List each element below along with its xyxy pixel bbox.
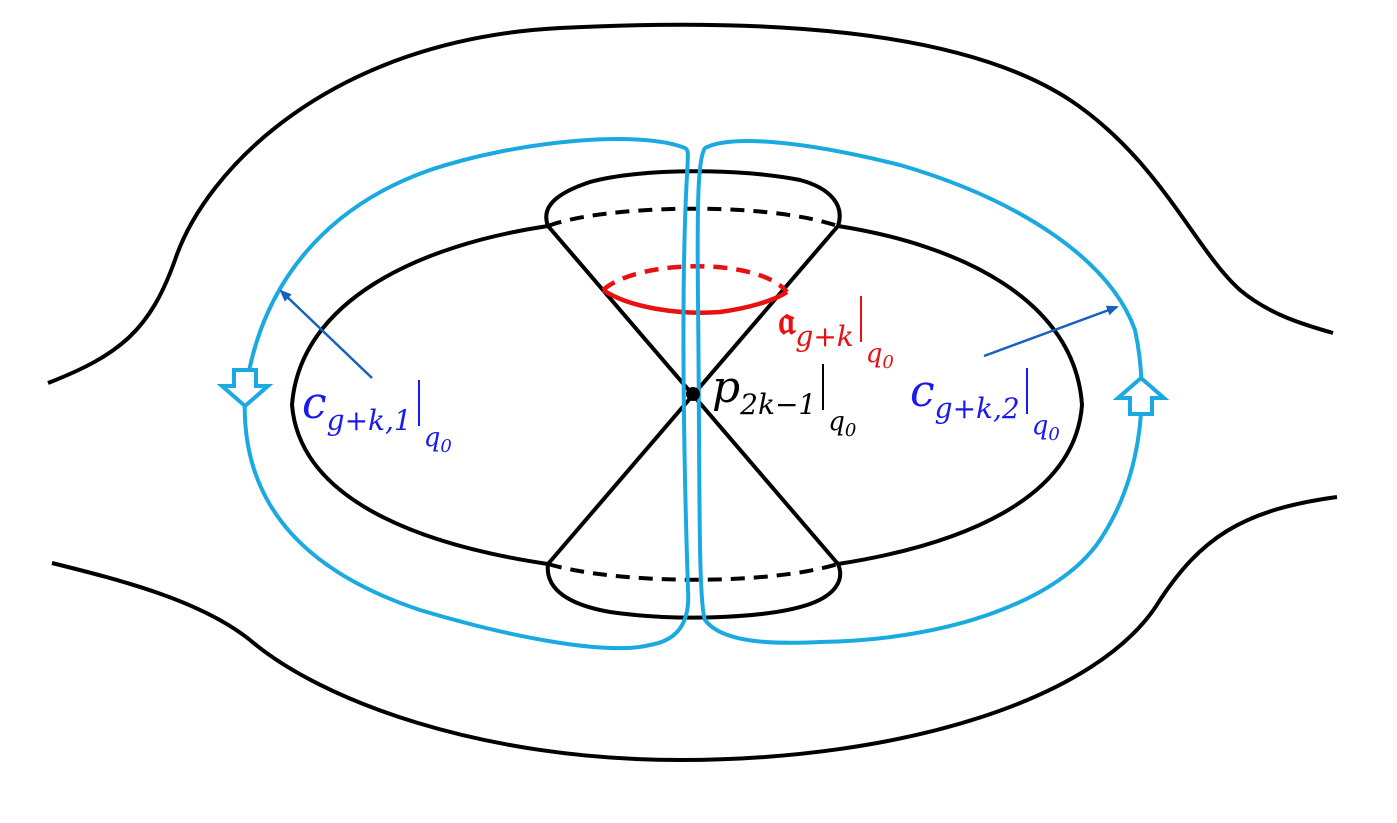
label-c2-restrict: q0	[1031, 411, 1060, 445]
label-c1-sub: g+k,1	[326, 404, 412, 437]
label-p-sub: 2k−1	[740, 388, 817, 421]
upper-cap-back-dashed	[547, 206, 839, 228]
singular-point	[686, 387, 700, 401]
cycle-c1	[242, 137, 691, 651]
label-c2-bar	[1025, 368, 1028, 414]
label-a-restrict: q0	[865, 339, 894, 373]
label-c2-sub: g+k,2	[934, 392, 1020, 425]
label-c1-base: c	[302, 378, 327, 429]
outer-boundary-bottom	[51, 495, 1338, 763]
lower-cap-front	[545, 563, 843, 620]
label-c1-restrict: q0	[423, 423, 452, 457]
upper-cap-front	[544, 169, 842, 227]
label-p: p2k−1 q0	[712, 364, 856, 440]
label-p-restrict: q0	[828, 407, 857, 441]
label-a-base: 𝔞	[778, 297, 796, 344]
cycle-c2	[695, 139, 1144, 645]
label-a: 𝔞g+k q0	[778, 296, 894, 372]
label-c2: cg+k,2 q0	[910, 368, 1060, 444]
pointer-c2	[983, 305, 1119, 358]
label-a-bar	[859, 296, 862, 342]
label-p-base: p	[712, 362, 741, 413]
lower-cap-back-dashed	[547, 562, 839, 582]
vanishing-cycle-front	[601, 288, 789, 315]
vanishing-cycle-back-dashed	[601, 264, 789, 294]
pointer-c1	[279, 289, 373, 379]
cycle-c2-orientation-arrow	[1112, 375, 1170, 416]
label-p-bar	[822, 364, 825, 410]
cycle-c1-orientation-arrow	[216, 368, 274, 409]
label-c1: cg+k,1 q0	[302, 380, 452, 456]
inner-ellipse	[289, 224, 1085, 566]
label-c2-base: c	[910, 366, 935, 417]
label-c1-bar	[417, 380, 420, 426]
outer-boundary-top	[47, 22, 1334, 385]
label-a-sub: g+k	[795, 320, 854, 353]
